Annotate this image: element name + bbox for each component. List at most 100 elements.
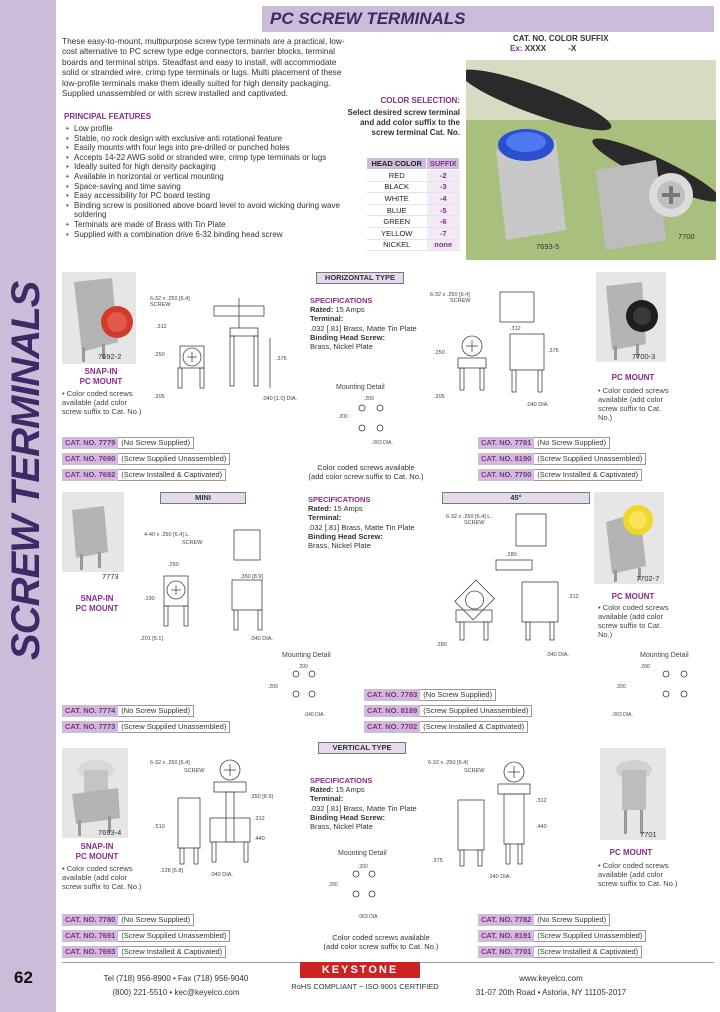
color-selection-text: Select desired screw terminal and add co… <box>347 108 461 137</box>
keystone-logo: KEYSTONE <box>300 962 420 978</box>
cat-line: CAT. NO. 7700(Screw Installed & Captivat… <box>478 469 643 481</box>
cat-desc: (Screw Installed & Captivated) <box>534 469 643 481</box>
table-row: RED-2 <box>366 169 460 182</box>
specs-terminal-label: Terminal: <box>310 794 344 804</box>
section-tag-vertical: VERTICAL TYPE <box>318 742 406 754</box>
svg-text:SCREW: SCREW <box>450 298 471 304</box>
svg-text:.200: .200 <box>364 396 374 402</box>
specs-terminal-label: Terminal: <box>310 314 344 324</box>
svg-text:4-40 x .250 [6.4] L.: 4-40 x .250 [6.4] L. <box>144 532 190 538</box>
color-table-header-color: HEAD COLOR <box>365 157 428 170</box>
svg-text:.510: .510 <box>154 824 165 830</box>
table-row: WHITE-4 <box>366 192 460 205</box>
specs-binding-value: Brass, Nickel Plate <box>310 822 373 832</box>
cat-number: CAT. NO. 7693 <box>62 946 119 958</box>
svg-text:.200: .200 <box>298 664 308 670</box>
svg-text:.040 DIA.: .040 DIA. <box>210 872 233 878</box>
svg-text:SCREW: SCREW <box>464 520 485 526</box>
specs-terminal-value: .032 [.81] Brass, Matte Tin Plate <box>310 323 417 333</box>
svg-text:.040 DIA.: .040 DIA. <box>250 636 273 642</box>
specs-terminal-value: .032 [.81] Brass, Matte Tin Plate <box>310 803 417 813</box>
specs-title: SPECIFICATIONS <box>310 776 373 785</box>
specs-binding-label: Binding Head Screw: <box>310 812 386 822</box>
horizontal-footnote: Color coded screws available (add color … <box>308 463 424 481</box>
footer-phone: Tel (718) 956-8900 • Fax (718) 956-9040 <box>103 974 249 983</box>
color-table-header-suffix: SUFFIX <box>426 157 460 170</box>
cat-suffix-ex-value: XXXX -X <box>524 44 577 53</box>
cat-line: CAT. NO. 7773(Screw Supplied Unassembled… <box>62 721 231 733</box>
svg-text:.200: .200 <box>358 864 368 870</box>
feature-item: Space-saving and time saving <box>66 182 348 192</box>
specs-rated-value: 15 Amps <box>333 504 363 514</box>
specs-terminal-value: .032 [.81] Brass, Matte Tin Plate <box>308 522 415 532</box>
specs-title: SPECIFICATIONS <box>308 495 371 504</box>
cat-number: CAT. NO. 8191 <box>478 930 535 942</box>
product-photo <box>62 748 128 838</box>
section-tag-mini: MINI <box>160 492 246 504</box>
cat-line: CAT. NO. 8191(Screw Supplied Unassembled… <box>478 930 647 942</box>
cat-number: CAT. NO. 7702 <box>364 721 421 733</box>
cat-line: CAT. NO. 7782(No Screw Supplied) <box>478 914 611 926</box>
header-bar <box>262 6 714 32</box>
cat-desc: (Screw Installed & Captivated) <box>420 721 529 733</box>
cat-desc: (No Screw Supplied) <box>118 705 195 717</box>
cat-desc: (Screw Supplied Unassembled) <box>118 930 231 942</box>
specs-binding-value: Brass, Nickel Plate <box>310 342 373 352</box>
page-number: 62 <box>14 968 33 987</box>
horizontal-left-drawing: 6-32 x .250 [6.4] SCREW .312 .250 .205 .… <box>150 296 298 402</box>
svg-text:.312: .312 <box>536 798 547 804</box>
product-photo <box>600 748 666 840</box>
mount-label: SNAP-IN PC MOUNT <box>79 367 123 386</box>
svg-text:.250: .250 <box>434 350 445 356</box>
cat-number: CAT. NO. 7781 <box>478 437 535 449</box>
footer-email: (800) 221-5510 • kec@keyelco.com <box>112 988 240 997</box>
mount-label: SNAP-IN PC MOUNT <box>75 842 119 861</box>
angled-drawing: 6-32 x .250 [6.4] L. SCREW .280 .312 .28… <box>436 513 579 658</box>
color-selection-title: COLOR SELECTION: <box>380 96 460 105</box>
cat-suffix-example: Ex: XXXX -X <box>510 44 576 53</box>
cat-desc: (Screw Supplied Unassembled) <box>420 705 533 717</box>
feature-item: Available in horizontal or vertical moun… <box>66 172 348 182</box>
sidebar: SCREW TERMINALS 62 <box>0 0 56 1012</box>
main-product-photo <box>466 60 716 260</box>
color-cell: NICKEL <box>366 239 427 252</box>
footer-address: www.keyelco.com 31-07 20th Road • Astori… <box>466 972 636 1000</box>
section-tag-45: 45° <box>442 492 590 504</box>
cat-desc: (Screw Supplied Unassembled) <box>118 453 231 465</box>
svg-text:.375: .375 <box>276 356 287 362</box>
svg-text:.280: .280 <box>436 642 447 648</box>
cat-number: CAT. NO. 7700 <box>478 469 535 481</box>
suffix-cell: -6 <box>426 215 460 228</box>
cat-number: CAT. NO. 7773 <box>62 721 119 733</box>
svg-text:.312: .312 <box>568 594 579 600</box>
horizontal-right-drawing: 6-32 x .250 [6.4] SCREW .312 .250 .375 .… <box>430 291 559 408</box>
photo-label: 7702-7 <box>636 574 660 583</box>
footer-street: 31-07 20th Road • Astoria, NY 11105-2017 <box>475 988 627 997</box>
cat-desc: (Screw Supplied Unassembled) <box>118 721 231 733</box>
mounting-detail-drawing: .200.200.040 DIA. <box>268 664 325 718</box>
feature-item: Terminals are made of Brass with Tin Pla… <box>66 220 348 230</box>
feature-item: Supplied with a combination drive 6-32 b… <box>66 230 348 240</box>
svg-text:.200: .200 <box>616 684 626 690</box>
cat-line: CAT. NO. 7690(Screw Supplied Unassembled… <box>62 453 231 465</box>
color-cell: RED <box>366 169 427 182</box>
cat-desc: (Screw Supplied Unassembled) <box>534 453 647 465</box>
cat-number: CAT. NO. 8189 <box>364 705 421 717</box>
suffix-cell: -7 <box>426 227 460 240</box>
feature-item: Ideally suited for high density packagin… <box>66 162 348 172</box>
suffix-cell: -3 <box>426 181 460 194</box>
cat-number: CAT. NO. 7691 <box>62 930 119 942</box>
specs-rated-value: 15 Amps <box>335 305 365 315</box>
svg-text:.205: .205 <box>434 394 445 400</box>
features-list: Low profile Stable, no rock design with … <box>66 124 348 239</box>
cat-line: CAT. NO. 8190(Screw Supplied Unassembled… <box>478 453 647 465</box>
product-photo <box>594 492 664 584</box>
specs-rated-value: 15 Amps <box>335 785 365 795</box>
svg-text:.375: .375 <box>432 858 443 864</box>
svg-text:.440: .440 <box>536 824 547 830</box>
svg-text:.250: .250 <box>168 562 179 568</box>
mount-label: PC MOUNT <box>609 848 653 857</box>
table-row: YELLOW-7 <box>366 227 460 240</box>
svg-text:.228 [5.8]: .228 [5.8] <box>160 868 183 874</box>
svg-text:.063 DIA.: .063 DIA. <box>372 440 393 446</box>
